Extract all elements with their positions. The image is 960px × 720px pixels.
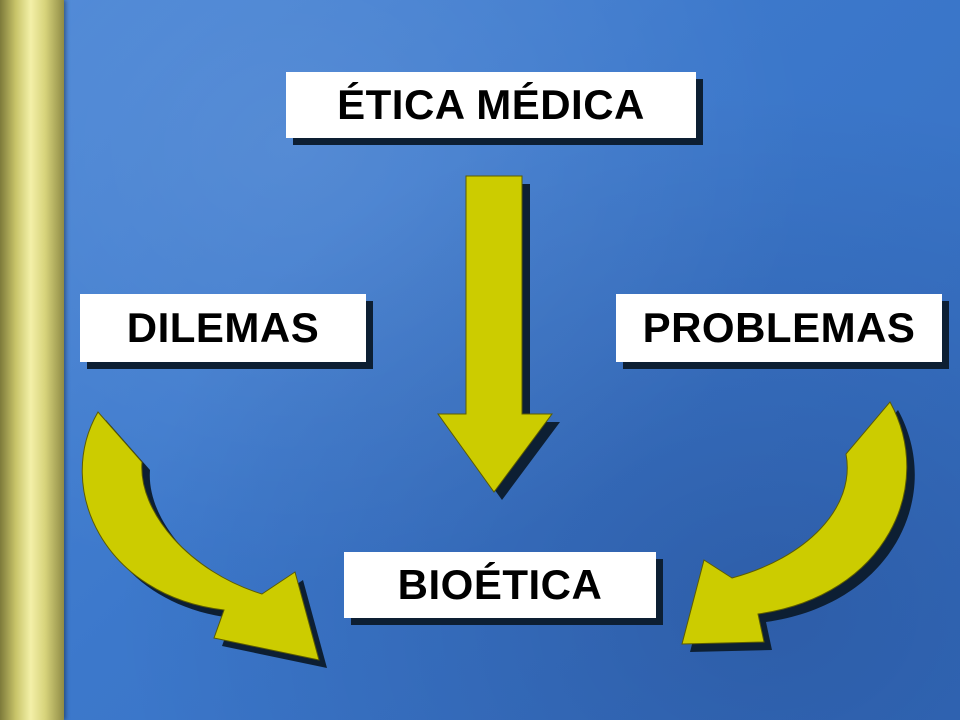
node-problemas: PROBLEMAS <box>616 294 942 362</box>
node-etica-medica: ÉTICA MÉDICA <box>286 72 696 138</box>
left-curved-arrow-shape <box>81 411 320 661</box>
down-arrow-shape <box>437 175 553 493</box>
node-bioetica: BIOÉTICA <box>344 552 656 618</box>
node-dilemas-label: DILEMAS <box>126 304 320 351</box>
right-curved-arrow <box>681 401 915 652</box>
node-bioetica-label: BIOÉTICA <box>397 561 603 608</box>
node-etica-medica-label: ÉTICA MÉDICA <box>337 81 645 128</box>
left-curved-arrow <box>81 411 327 668</box>
right-curved-arrow-shape <box>681 401 908 645</box>
node-problemas-label: PROBLEMAS <box>642 304 916 351</box>
node-dilemas: DILEMAS <box>80 294 366 362</box>
down-arrow <box>437 175 560 500</box>
decorative-side-bar <box>0 0 64 720</box>
